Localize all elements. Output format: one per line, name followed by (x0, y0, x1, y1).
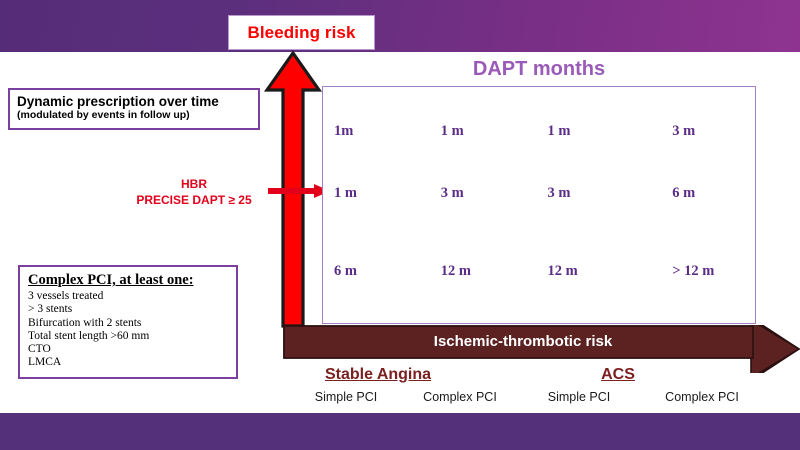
sublabel-complex-pci-stable: Complex PCI (423, 390, 497, 404)
grid-cell: 6 m (672, 184, 696, 201)
grid-cell: 3 m (672, 122, 696, 139)
bottom-purple-band (0, 413, 800, 450)
grid-cell: 1 m (547, 122, 571, 139)
dynamic-prescription-line1: Dynamic prescription over time (17, 94, 219, 109)
ischemic-risk-arrow (283, 317, 800, 381)
complex-pci-title: Complex PCI, at least one: (28, 272, 194, 288)
complex-pci-item: 3 vessels treated (28, 290, 104, 302)
bleeding-risk-title-box: Bleeding risk (228, 15, 375, 50)
top-purple-band (0, 0, 800, 52)
sublabel-simple-pci-acs: Simple PCI (547, 390, 611, 404)
complex-pci-item: LMCA (28, 356, 62, 369)
grid-cell: 6 m (334, 262, 357, 279)
grid-cell: > 12 m (672, 262, 715, 279)
group-label-acs: ACS (601, 366, 635, 383)
grid-cell: 1 m (440, 122, 464, 139)
hbr-line1: HBR (181, 177, 207, 191)
hbr-pointer-arrow (268, 182, 330, 200)
complex-pci-box: Complex PCI, at least one: 3 vessels tre… (18, 265, 238, 379)
grid-cell: 3 m (440, 184, 464, 201)
dapt-months-grid: 1m 1 m 1 m 3 m 1 m 3 m 3 m 6 m 6 m 12 m … (322, 86, 756, 324)
group-label-stable-angina: Stable Angina (324, 366, 432, 383)
hbr-label: HBR PRECISE DAPT ≥ 25 (118, 176, 270, 208)
sublabel-simple-pci-stable: Simple PCI (314, 390, 378, 404)
grid-cell: 12 m (440, 262, 471, 279)
grid-cell: 1m (334, 122, 354, 139)
grid-cell: 1 m (334, 184, 357, 201)
hbr-line2: PRECISE DAPT ≥ 25 (136, 193, 252, 207)
grid-cell: 12 m (547, 262, 578, 279)
grid-row: 6 m 12 m 12 m > 12 m (323, 254, 755, 288)
complex-pci-item: Total stent length >60 mm (28, 329, 150, 342)
complex-pci-item: Bifurcation with 2 stents (28, 316, 142, 329)
bleeding-risk-label: Bleeding risk (247, 22, 356, 42)
grid-row: 1m 1 m 1 m 3 m (323, 114, 755, 148)
grid-cell: 3 m (547, 184, 571, 201)
dapt-months-heading: DAPT months (472, 58, 606, 80)
sublabel-complex-pci-acs: Complex PCI (665, 390, 739, 404)
dynamic-prescription-box: Dynamic prescription over time (modulate… (8, 88, 260, 130)
complex-pci-item: > 3 stents (28, 303, 73, 316)
complex-pci-item: CTO (28, 343, 51, 356)
grid-row: 1 m 3 m 3 m 6 m (323, 176, 755, 210)
dynamic-prescription-line2: (modulated by events in follow up) (17, 109, 190, 121)
